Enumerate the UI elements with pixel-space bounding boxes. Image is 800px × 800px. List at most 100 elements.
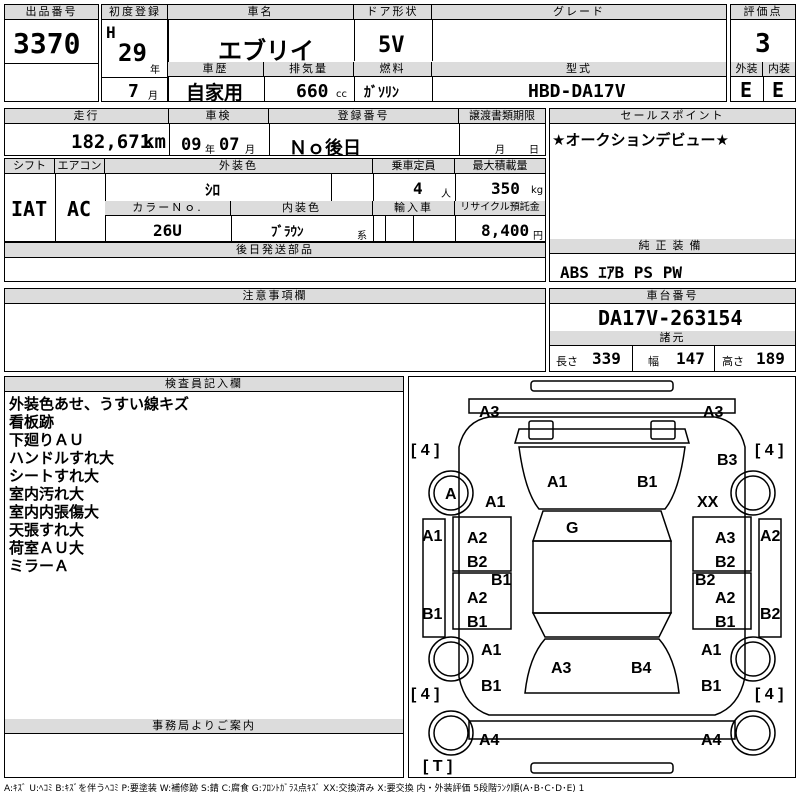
width-value: 147 — [676, 349, 705, 368]
shift-label: シフト — [5, 159, 55, 174]
inspector-note: 室内内張傷大 — [9, 503, 100, 521]
mileage-label: 走行 — [5, 109, 169, 124]
color-no-value: 26U — [153, 221, 182, 240]
recycle-label: リサイクル預託金 — [455, 201, 545, 216]
load-unit: kg — [531, 185, 544, 196]
mark-side-r2: B2 — [760, 606, 781, 623]
tire-br: [ 4 ] — [755, 686, 783, 703]
chassis-label: 車台番号 — [550, 289, 795, 304]
mark-qtr-l-b1: B1 — [481, 678, 502, 695]
mark-rear-l: A3 — [551, 660, 572, 677]
km-unit: km — [143, 131, 166, 153]
sales-point-box: セールスポイント ★オークションデビュー★ 純正装備 ABS ｴｱB PS PW — [549, 108, 796, 282]
car-name: エブリイ — [218, 37, 314, 65]
mark-door-rr-b1: B1 — [715, 614, 736, 631]
chassis-value: DA17V-263154 — [598, 306, 743, 330]
reg-month: 7 — [128, 81, 139, 102]
insp-year: 09 — [181, 135, 202, 155]
mark-front-right: A3 — [703, 404, 724, 421]
mark-door-lf-a2: A2 — [467, 530, 488, 547]
import-label: 輸入車 — [373, 201, 455, 216]
color-no-label: カラーＮｏ. — [105, 201, 231, 216]
mark-hood-right: B1 — [637, 474, 658, 491]
mark-door-rr-a2: A2 — [715, 590, 736, 607]
mark-qtr-r-b1: B1 — [701, 678, 722, 695]
inspector-note: 看板跡 — [9, 413, 55, 431]
parts-label: 後日発送部品 — [5, 243, 545, 258]
height-value: 189 — [756, 349, 785, 368]
shift-value: IAT — [11, 197, 48, 221]
mark-fender-l: A1 — [485, 494, 506, 511]
equipment-value: ABS ｴｱB PS PW — [560, 263, 682, 282]
car-outline: A3 A3 A1 B1 A1 B3 XX A G A2 B2 B1 A3 B2 … — [411, 380, 783, 775]
door-label: ドア形状 — [354, 5, 432, 20]
lot-cell: 出品番号 3370 — [4, 4, 99, 102]
tire-tr: [ 4 ] — [755, 442, 783, 459]
length-label: 長さ — [556, 355, 578, 368]
mark-side-r1: A2 — [760, 528, 781, 545]
int-color-value: ﾌﾞﾗｳﾝ — [271, 225, 304, 240]
score-label: 評価点 — [731, 5, 795, 20]
displacement-label: 排気量 — [264, 62, 354, 77]
fuel-label: 燃料 — [354, 62, 432, 77]
mark-roof: G — [566, 520, 578, 537]
ac-label: エアコン — [55, 159, 105, 174]
reg-year: 29 — [118, 39, 147, 67]
inspector-note: 天張すれ大 — [9, 521, 85, 539]
inspector-box: 検査員記入欄 外装色あせ、うすい線キズ 看板跡 下廻りＡＵ ハンドルすれ大 シー… — [4, 376, 404, 778]
ext-color-label: 外装色 — [105, 159, 373, 174]
score-cell: 評価点 3 外装 内装 E E — [730, 4, 796, 102]
insp-year-unit: 年 — [205, 145, 215, 156]
lot-label: 出品番号 — [5, 5, 98, 20]
mark-hood-left: A1 — [547, 474, 568, 491]
notes-label: 注意事項欄 — [5, 289, 545, 304]
int-color-label: 内装色 — [231, 201, 373, 216]
inspector-note: 室内汚れ大 — [9, 485, 85, 503]
mileage-value: 182,671 — [71, 131, 152, 153]
mark-door-lf-b2: B2 — [467, 554, 488, 571]
insp-month: 07 — [219, 135, 240, 155]
model-label: 型式 — [432, 62, 726, 77]
spec-row: シフト エアコン 外装色 乗車定員 最大積載量 IAT AC ｼﾛ 4 人 35… — [4, 158, 546, 242]
mark-fender-r: B3 — [717, 452, 738, 469]
inspector-note: シートすれ大 — [9, 467, 100, 485]
mark-bumper-l: A4 — [479, 732, 500, 749]
exterior-label: 外装 — [731, 62, 763, 77]
transfer-day-unit: 日 — [529, 145, 539, 156]
office-label: 事務局よりご案内 — [5, 719, 403, 734]
int-color-unit: 系 — [357, 231, 367, 242]
inspector-note: 外装色あせ、うすい線キズ — [9, 395, 190, 413]
reg-no-label: 登録番号 — [269, 109, 459, 124]
lot-number: 3370 — [13, 27, 81, 60]
inspector-notes: 外装色あせ、うすい線キズ 看板跡 下廻りＡＵ ハンドルすれ大 シートすれ大 室内… — [9, 395, 189, 575]
model-value: HBD-DA17V — [528, 81, 626, 102]
history-value: 自家用 — [186, 82, 244, 104]
mark-door-rf-a3: A3 — [715, 530, 736, 547]
fuel-value: ｶﾞｿﾘﾝ — [364, 85, 399, 101]
ext-color-value: ｼﾛ — [205, 181, 221, 199]
length-value: 339 — [592, 349, 621, 368]
notes-box: 注意事項欄 — [4, 288, 546, 372]
parts-box: 後日発送部品 — [4, 242, 546, 282]
recycle-unit: 円 — [533, 231, 543, 242]
car-name-label: 車名 — [168, 5, 354, 20]
score-value: 3 — [755, 29, 771, 59]
mark-door-lr-a2: A2 — [467, 590, 488, 607]
inspector-label: 検査員記入欄 — [5, 377, 403, 392]
damage-diagram: A3 A3 A1 B1 A1 B3 XX A G A2 B2 B1 A3 B2 … — [408, 376, 796, 778]
interior-value: E — [772, 78, 785, 102]
dims-label: 諸元 — [550, 331, 795, 346]
era: H — [106, 23, 116, 42]
inspection-label: 車検 — [169, 109, 269, 124]
legend: A:ｷｽﾞ U:ﾍｺﾐ B:ｷｽﾞを伴うﾍｺﾐ P:要塗装 W:補修跡 S:錆 … — [4, 784, 585, 794]
tire-spare: [ T ] — [423, 758, 452, 775]
mark-rear-r: B4 — [631, 660, 652, 677]
exterior-value: E — [740, 78, 753, 102]
interior-label: 内装 — [763, 62, 795, 77]
mark-bumper-r: A4 — [701, 732, 722, 749]
year-unit: 年 — [150, 65, 160, 76]
month-unit: 月 — [148, 91, 158, 102]
sales-text: ★オークションデビュー★ — [552, 131, 729, 149]
capacity-unit: 人 — [441, 189, 451, 200]
mark-side-l2: B1 — [422, 606, 443, 623]
